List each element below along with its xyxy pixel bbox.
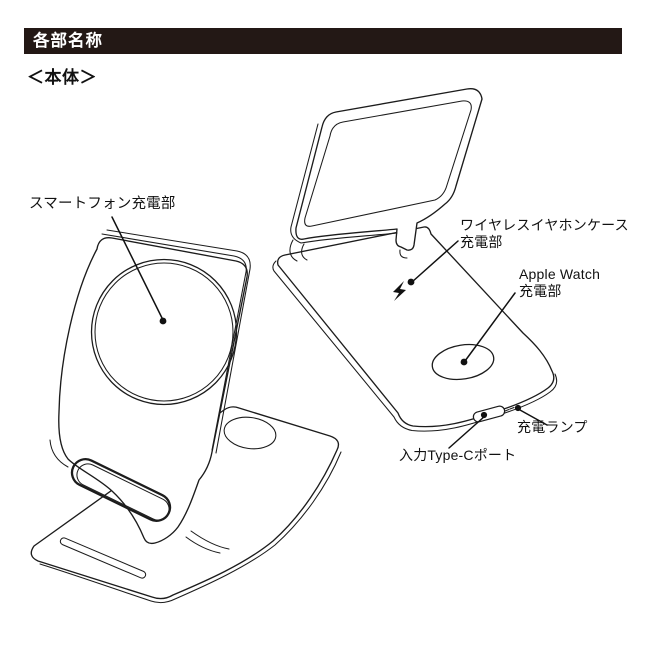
stand-panel-thickness-right: [106, 229, 251, 454]
hinge-curl-1: [289, 239, 298, 262]
smartphone-leader: [111, 216, 167, 325]
open-stand-drawing: [272, 88, 558, 432]
apple-watch-label-line2: 充電部: [519, 283, 562, 299]
earphone-label-line2: 充電部: [460, 234, 503, 250]
hinge-fold-curve-1: [190, 530, 230, 550]
watch-pad-left: [223, 416, 277, 450]
hinge-curl-2: [301, 243, 308, 261]
open-base-thickness: [272, 260, 558, 432]
earphone-label: ワイヤレスイヤホンケース 充電部: [460, 217, 629, 251]
watch-pad-right: [431, 343, 495, 381]
base-slot: [59, 537, 147, 579]
smartphone-pad-outer-ring: [90, 258, 238, 406]
smartphone-pad-inner-ring: [94, 262, 234, 402]
callout-leaders: [111, 216, 548, 449]
apple-watch-leader: [460, 292, 516, 366]
stand-panel-foot-line: [49, 439, 69, 468]
page-title: 各部名称: [33, 32, 103, 50]
stand-panel-thickness-top: [101, 233, 247, 451]
lightning-icon: [393, 281, 406, 301]
subtitle-body: ＜本体＞: [27, 68, 97, 87]
section-title-bar: 各部名称: [24, 28, 622, 54]
typec-port: [472, 405, 506, 423]
flip-panel-thickness: [290, 123, 398, 244]
earphone-label-line1: ワイヤレスイヤホンケース: [460, 217, 629, 233]
hinge-curl-3: [399, 249, 408, 259]
typec-leader: [448, 411, 488, 449]
charge-lamp-leader: [514, 404, 548, 426]
open-base-plate: [276, 226, 555, 428]
folded-stand-drawing: [30, 229, 342, 604]
earphone-slot-depth: [76, 463, 170, 521]
flip-panel-inner-face: [304, 100, 472, 227]
apple-watch-label-line1: Apple Watch: [519, 266, 601, 282]
charge-lamp-label: 充電ランプ: [517, 419, 588, 435]
earphone-leader: [407, 240, 459, 286]
smartphone-label: スマートフォン充電部: [29, 196, 176, 212]
hinge-fold-curve-2: [185, 536, 221, 554]
stand-base-thickness: [39, 451, 342, 604]
apple-watch-label: Apple Watch 充電部: [519, 266, 600, 300]
flip-panel: [295, 88, 483, 251]
typec-port-label: 入力Type-Cポート: [399, 447, 517, 463]
charge-lamp: [504, 406, 515, 412]
